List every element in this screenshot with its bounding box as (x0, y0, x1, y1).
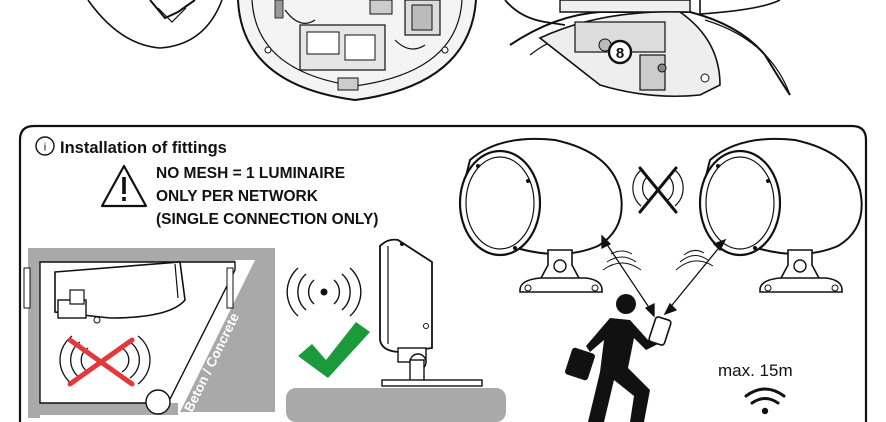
top-detail-left-circle (87, 0, 223, 49)
panel-title: Installation of fittings (60, 139, 227, 157)
no-mesh-cross-icon (638, 166, 678, 214)
warning-line-2: ONLY PER NETWORK (156, 188, 319, 205)
luminaire-left (458, 137, 623, 293)
connection-waves (602, 249, 714, 271)
connection-arrows (601, 234, 727, 318)
cross-icon (67, 337, 135, 387)
concrete-enclosure-scene (23, 248, 275, 418)
wireless-signal-icon (286, 267, 362, 317)
warning-text: NO MESH = 1 LUMINAIRE ONLY PER NETWORK (… (156, 165, 378, 228)
range-label: max. 15m (718, 361, 793, 380)
luminaire-side-view (379, 238, 483, 387)
smartphone-icon (648, 316, 672, 346)
warning-triangle-icon (100, 164, 148, 208)
walking-person-icon (565, 294, 662, 422)
info-icon: i (35, 136, 55, 156)
luminaire-right (698, 137, 863, 293)
top-detail-housing-open (237, 0, 477, 102)
checkmark-icon (298, 322, 370, 378)
wifi-icon (744, 387, 786, 415)
top-detail-right-housing (504, 0, 791, 98)
step-number: 8 (616, 45, 624, 62)
ground-block (286, 388, 506, 422)
warning-line-3: (SINGLE CONNECTION ONLY) (156, 211, 378, 228)
warning-line-1: NO MESH = 1 LUMINAIRE (156, 165, 345, 182)
installation-panel-frame (18, 124, 868, 422)
step-number-badge: 8 (607, 39, 633, 65)
svg-text:i: i (44, 142, 46, 154)
